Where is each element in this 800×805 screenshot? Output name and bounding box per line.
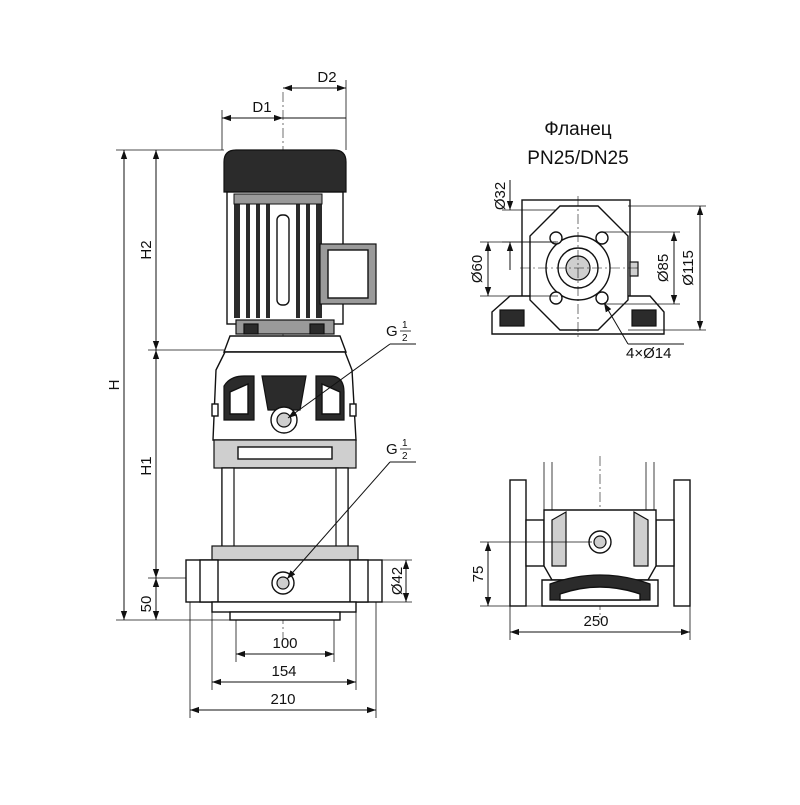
drain-thread-g: G <box>386 441 398 458</box>
vent-thread-denominator: 2 <box>402 333 408 344</box>
side-neck-left <box>525 519 545 567</box>
vent-thread-g: G <box>386 323 398 340</box>
motor-bolt-left <box>243 323 259 335</box>
drain-thread-numerator: 1 <box>402 438 408 449</box>
h2-label: H2 <box>138 240 155 259</box>
inlet-port <box>199 559 219 603</box>
width-210-label: 210 <box>270 691 295 708</box>
head-stud-right <box>349 403 357 417</box>
base-plate <box>211 601 357 613</box>
diameter-115-label: Ø115 <box>680 250 697 286</box>
base-foot <box>229 611 341 621</box>
vent-plug-leader <box>287 343 391 419</box>
h-label: H <box>106 380 123 391</box>
drain-plug-leader <box>286 461 391 580</box>
flange-title-line2: PN25/DN25 <box>527 148 628 169</box>
width-250-label: 250 <box>583 613 608 630</box>
drain-thread-denominator: 2 <box>402 451 408 462</box>
d1-label: D1 <box>252 99 271 116</box>
head-collar-slot <box>237 446 333 460</box>
lantern-top <box>222 335 348 353</box>
head-stud-left <box>211 403 219 417</box>
outlet-port <box>349 559 369 603</box>
diameter-85-label: Ø85 <box>655 254 672 282</box>
flange-view-foot-left <box>499 309 525 327</box>
diameter-42-label: Ø42 <box>389 567 406 595</box>
pump-sleeve <box>221 467 349 561</box>
side-neck-right <box>655 519 675 567</box>
side-view: 75 250 <box>470 456 691 640</box>
d2-label: D2 <box>317 69 336 86</box>
flange-view: Фланец PN25/DN25 Ø32 Ø60 Ø85 <box>469 119 706 362</box>
flange-bolt-hole-bl <box>549 291 563 305</box>
side-plug <box>593 535 607 549</box>
head-window-left-inner <box>229 382 249 415</box>
height-50-label: 50 <box>138 596 155 613</box>
h1-label: H1 <box>138 456 155 475</box>
side-flange-left <box>509 479 527 607</box>
head-center-recess <box>261 375 307 411</box>
vent-thread-numerator: 1 <box>402 320 408 331</box>
flange-bolt-hole-tl <box>549 231 563 245</box>
width-100-label: 100 <box>272 635 297 652</box>
diameter-32-label: Ø32 <box>492 182 509 210</box>
side-rib-right <box>633 510 649 567</box>
head-window-right-inner <box>321 382 341 415</box>
drain-plug <box>276 576 290 590</box>
motor-bolt-right <box>309 323 325 335</box>
flange-title-line1: Фланец <box>544 119 612 140</box>
side-flange-right <box>673 479 691 607</box>
flange-view-plug <box>629 261 639 277</box>
holes-leader <box>603 302 629 345</box>
terminal-box-cover <box>327 249 369 299</box>
flange-bolt-hole-br <box>595 291 609 305</box>
base-top <box>211 545 359 561</box>
side-rib-left <box>551 510 567 567</box>
motor-fan-cover <box>223 149 347 193</box>
motor-fins <box>233 193 323 318</box>
holes-label: 4×Ø14 <box>626 345 671 362</box>
front-view <box>185 92 383 640</box>
flange-view-foot-right <box>631 309 657 327</box>
side-base-arch <box>559 586 641 601</box>
diameter-60-label: Ø60 <box>469 255 486 283</box>
flange-bolt-hole-tr <box>595 231 609 245</box>
head-vent-plug <box>276 412 292 428</box>
front-dimensions: D1 D2 H H2 H1 50 Ø42 100 154 <box>106 69 416 718</box>
height-75-label: 75 <box>470 566 487 583</box>
width-154-label: 154 <box>271 663 296 680</box>
